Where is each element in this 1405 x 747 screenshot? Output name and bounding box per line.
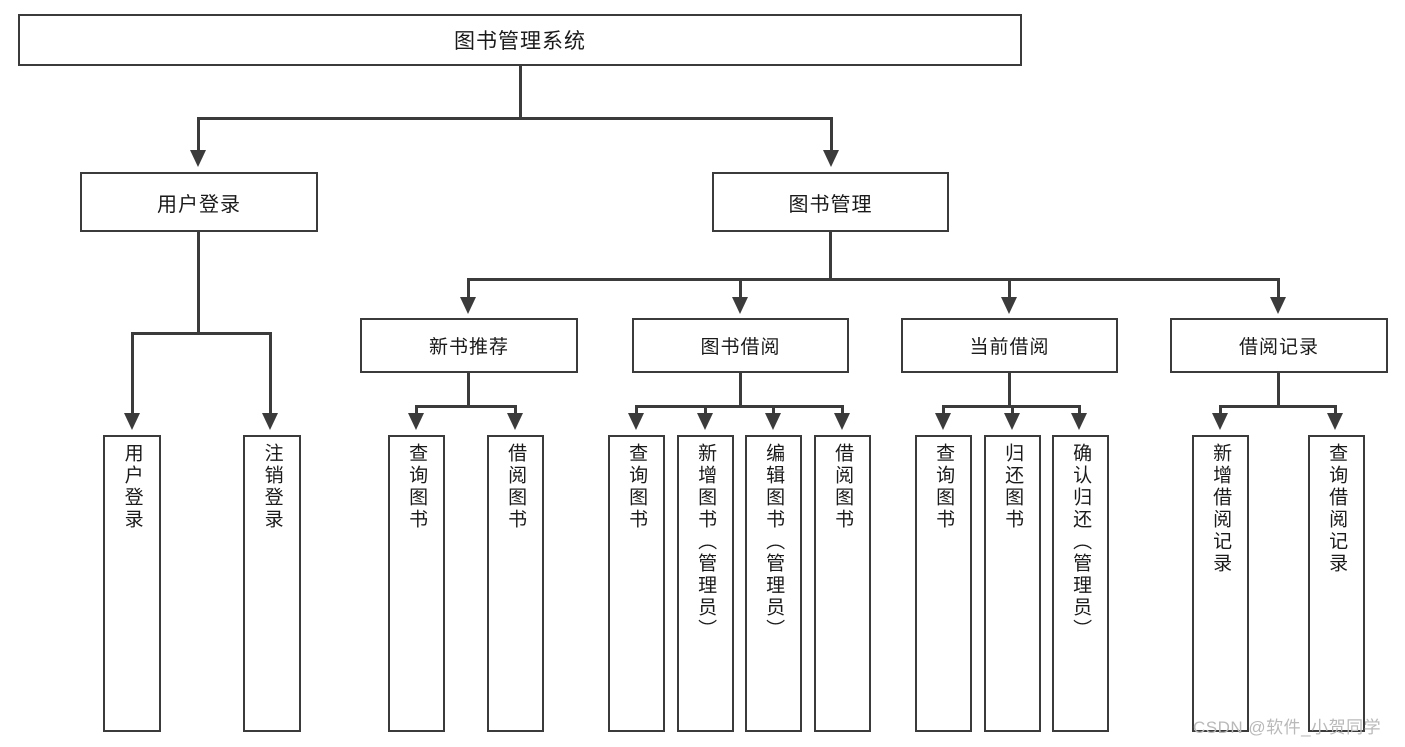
arrowhead-user-login-to-leaf2 <box>262 413 278 430</box>
arrowhead-book-borrow-to-leaf1 <box>628 413 644 430</box>
node-leaf-query-book-2-label: 查询图书 <box>626 443 648 531</box>
connector-new-book-stem <box>467 373 470 407</box>
connector-borrow-record-bar <box>1219 405 1336 408</box>
arrowhead-borrow-record-to-leaf2 <box>1327 413 1343 430</box>
connector-new-book-bar <box>415 405 517 408</box>
connector-user-login-to-leaf2 <box>269 332 272 414</box>
arrowhead-book-borrow-to-leaf2 <box>697 413 713 430</box>
arrowhead-book-borrow-to-leaf3 <box>765 413 781 430</box>
arrowhead-book-manage-to-current-borrow <box>1001 297 1017 314</box>
connector-root-to-book-manage <box>830 117 833 153</box>
node-current-borrow[interactable]: 当前借阅 <box>901 318 1118 373</box>
arrowhead-borrow-record-to-leaf1 <box>1212 413 1228 430</box>
arrowhead-current-borrow-to-leaf1 <box>935 413 951 430</box>
node-leaf-user-logout[interactable]: 注销登录 <box>243 435 301 732</box>
connector-root-stem <box>519 66 522 118</box>
node-leaf-borrow-book-1-label: 借阅图书 <box>505 443 527 531</box>
connector-current-borrow-to-leaf2 <box>1011 405 1014 415</box>
node-leaf-confirm-return-label: 确认归还（管理员） <box>1070 443 1092 641</box>
node-leaf-add-record-label: 新增借阅记录 <box>1210 443 1232 575</box>
node-leaf-user-logout-label: 注销登录 <box>261 443 283 531</box>
node-leaf-query-record[interactable]: 查询借阅记录 <box>1308 435 1365 732</box>
arrowhead-current-borrow-to-leaf3 <box>1071 413 1087 430</box>
connector-current-borrow-to-leaf3 <box>1078 405 1081 415</box>
connector-book-borrow-to-leaf4 <box>841 405 844 415</box>
connector-user-login-bar <box>131 332 272 335</box>
node-leaf-add-record[interactable]: 新增借阅记录 <box>1192 435 1249 732</box>
node-leaf-borrow-book-2[interactable]: 借阅图书 <box>814 435 871 732</box>
connector-borrow-record-to-leaf1 <box>1219 405 1222 415</box>
connector-book-manage-bar <box>467 278 1280 281</box>
node-current-borrow-label: 当前借阅 <box>969 337 1050 358</box>
arrowhead-new-book-to-leaf2 <box>507 413 523 430</box>
node-leaf-add-book-label: 新增图书（管理员） <box>695 443 717 641</box>
node-leaf-borrow-book-2-label: 借阅图书 <box>832 443 854 531</box>
node-leaf-confirm-return[interactable]: 确认归还（管理员） <box>1052 435 1109 732</box>
node-leaf-edit-book[interactable]: 编辑图书（管理员） <box>745 435 802 732</box>
connector-borrow-record-to-leaf2 <box>1334 405 1337 415</box>
node-leaf-return-book-label: 归还图书 <box>1002 443 1024 531</box>
connector-book-manage-to-borrow-record <box>1277 278 1280 300</box>
connector-book-manage-stem <box>829 232 832 280</box>
arrowhead-root-to-user-login <box>190 150 206 167</box>
node-book-manage-label: 图书管理 <box>788 193 873 216</box>
arrowhead-book-manage-to-borrow-record <box>1270 297 1286 314</box>
arrowhead-root-to-book-manage <box>823 150 839 167</box>
connector-user-login-stem <box>197 232 200 334</box>
node-leaf-query-book-1-label: 查询图书 <box>406 443 428 531</box>
connector-borrow-record-stem <box>1277 373 1280 407</box>
node-book-manage[interactable]: 图书管理 <box>712 172 949 232</box>
node-leaf-query-record-label: 查询借阅记录 <box>1326 443 1348 575</box>
connector-book-manage-to-new-book <box>467 278 470 300</box>
connector-new-book-to-leaf2 <box>514 405 517 415</box>
connector-book-borrow-to-leaf2 <box>704 405 707 415</box>
node-user-login-label: 用户登录 <box>157 193 241 216</box>
node-new-book-recommend-label: 新书推荐 <box>428 337 509 358</box>
node-leaf-user-login-label: 用户登录 <box>121 443 143 531</box>
node-leaf-query-book-3-label: 查询图书 <box>933 443 955 531</box>
node-leaf-query-book-2[interactable]: 查询图书 <box>608 435 665 732</box>
connector-new-book-to-leaf1 <box>415 405 418 415</box>
connector-book-borrow-to-leaf1 <box>635 405 638 415</box>
connector-book-borrow-to-leaf3 <box>772 405 775 415</box>
node-borrow-record-label: 借阅记录 <box>1238 337 1319 358</box>
node-root-system[interactable]: 图书管理系统 <box>18 14 1022 66</box>
node-leaf-query-book-1[interactable]: 查询图书 <box>388 435 445 732</box>
connector-book-manage-to-current-borrow <box>1008 278 1011 300</box>
node-leaf-borrow-book-1[interactable]: 借阅图书 <box>487 435 544 732</box>
arrowhead-current-borrow-to-leaf2 <box>1004 413 1020 430</box>
connector-book-borrow-bar <box>635 405 844 408</box>
connector-root-bar <box>197 117 833 120</box>
connector-current-borrow-stem <box>1008 373 1011 407</box>
node-book-borrow[interactable]: 图书借阅 <box>632 318 849 373</box>
node-new-book-recommend[interactable]: 新书推荐 <box>360 318 578 373</box>
node-user-login[interactable]: 用户登录 <box>80 172 318 232</box>
node-leaf-add-book[interactable]: 新增图书（管理员） <box>677 435 734 732</box>
node-leaf-user-login[interactable]: 用户登录 <box>103 435 161 732</box>
node-book-borrow-label: 图书借阅 <box>700 337 781 358</box>
node-leaf-edit-book-label: 编辑图书（管理员） <box>763 443 785 641</box>
arrowhead-book-manage-to-new-book <box>460 297 476 314</box>
csdn-watermark: CSDN @软件_小贺同学 <box>1193 718 1382 737</box>
node-borrow-record[interactable]: 借阅记录 <box>1170 318 1388 373</box>
connector-root-to-user-login <box>197 117 200 153</box>
node-leaf-query-book-3[interactable]: 查询图书 <box>915 435 972 732</box>
arrowhead-book-borrow-to-leaf4 <box>834 413 850 430</box>
node-root-system-label: 图书管理系统 <box>454 30 586 53</box>
arrowhead-user-login-to-leaf1 <box>124 413 140 430</box>
arrowhead-book-manage-to-book-borrow <box>732 297 748 314</box>
node-leaf-return-book[interactable]: 归还图书 <box>984 435 1041 732</box>
arrowhead-new-book-to-leaf1 <box>408 413 424 430</box>
connector-book-manage-to-book-borrow <box>739 278 742 300</box>
connector-user-login-to-leaf1 <box>131 332 134 414</box>
connector-book-borrow-stem <box>739 373 742 407</box>
connector-current-borrow-to-leaf1 <box>942 405 945 415</box>
